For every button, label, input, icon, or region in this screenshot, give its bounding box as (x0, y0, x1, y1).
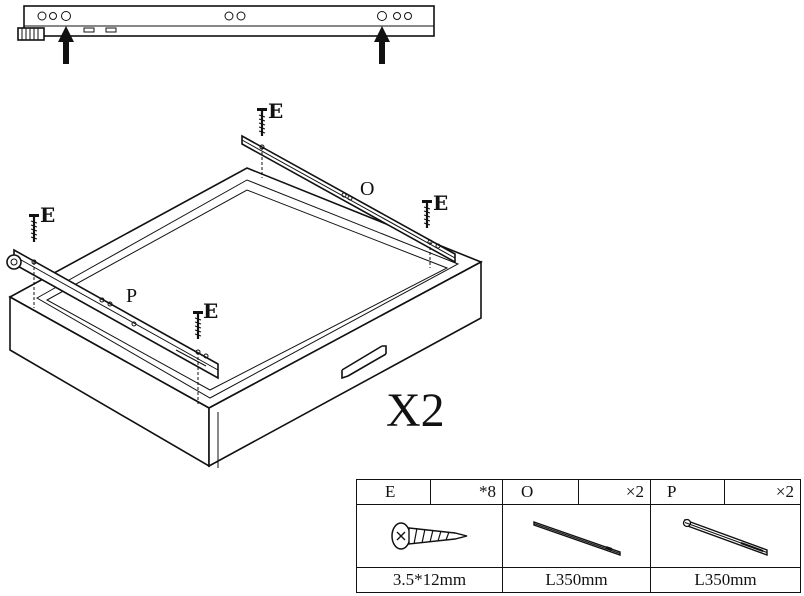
rail-p (6, 248, 219, 404)
table-size-row: 3.5*12mm L350mm L350mm (356, 567, 801, 593)
screw-icon (390, 522, 467, 550)
rail-left-label: P (126, 285, 137, 307)
screw-label: E (40, 203, 55, 227)
screw-icon (27, 212, 41, 244)
table-header-row: E *8 O ×2 P ×2 (356, 479, 801, 505)
screw-label: E (433, 191, 448, 215)
screw-label: E (203, 299, 218, 323)
arrow-up-icon (58, 26, 74, 64)
arrow-up-icon (374, 26, 390, 64)
rail-p-cell (650, 504, 801, 568)
rail-o-cell (502, 504, 651, 568)
parts-table: E *8 O ×2 P ×2 (356, 479, 801, 593)
top-rail-detail (17, 5, 435, 41)
screw-icon (255, 106, 269, 138)
part-code: P (650, 479, 725, 505)
rail-p-icon (682, 518, 768, 557)
part-size: L350mm (502, 567, 651, 593)
part-size: L350mm (650, 567, 801, 593)
part-size: 3.5*12mm (356, 567, 503, 593)
quantity-label: X2 (386, 384, 445, 437)
screw-cell (356, 504, 503, 568)
drawer-box (8, 167, 483, 468)
rail-right-label: O (360, 178, 374, 200)
table-image-row (356, 504, 801, 568)
screw-icon (420, 198, 434, 230)
rail-o (241, 134, 456, 268)
part-code: E (356, 479, 431, 505)
part-qty: ×2 (578, 479, 651, 505)
part-qty: *8 (430, 479, 503, 505)
part-code: O (502, 479, 579, 505)
rail-o-icon (532, 521, 621, 556)
screw-label: E (268, 99, 283, 123)
part-qty: ×2 (724, 479, 801, 505)
